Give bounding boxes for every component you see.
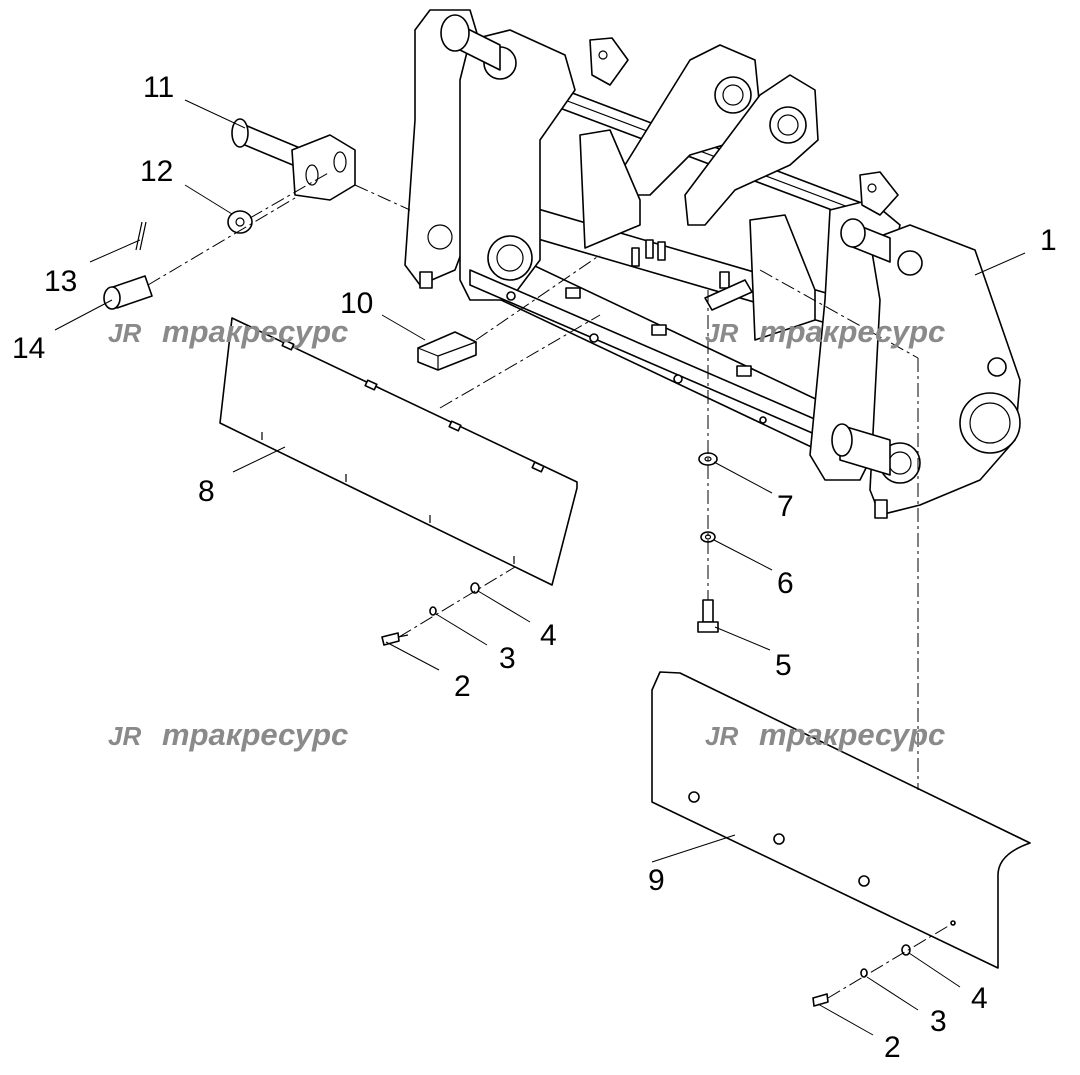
- watermark-bottom-right: ЈR тракресурс: [705, 717, 945, 752]
- svg-text:ЈR: ЈR: [705, 318, 738, 348]
- leader-lines: [54, 99, 1026, 1036]
- assembly-lines: [147, 171, 951, 999]
- part-9-blade: [651, 671, 1031, 969]
- svg-text:тракресурс: тракресурс: [162, 314, 348, 349]
- fasteners-left-set: [381, 582, 480, 646]
- svg-text:тракресурс: тракресурс: [759, 314, 945, 349]
- callout-4-right: 4: [971, 982, 988, 1015]
- callout-7: 7: [777, 490, 794, 523]
- watermark-top-right: ЈR тракресурс: [705, 314, 945, 349]
- callout-1: 1: [1040, 224, 1057, 257]
- part-8-blade: [219, 317, 578, 586]
- callout-14: 14: [12, 332, 45, 365]
- callout-3-left: 3: [499, 642, 516, 675]
- part-11-pin-bracket: [231, 118, 356, 201]
- callout-4-left: 4: [540, 619, 557, 652]
- watermark-top-left: ЈR тракресурс: [108, 314, 348, 349]
- callout-10: 10: [340, 287, 373, 320]
- watermark-bottom-left: ЈR тракресурс: [108, 717, 348, 752]
- callout-11: 11: [143, 71, 174, 104]
- callout-2-right: 2: [884, 1031, 901, 1064]
- callout-labels: 1 11 12 13 14 10 8 7 6 5 4 3 2 9 4 3 2: [12, 71, 1057, 1064]
- svg-text:тракресурс: тракресурс: [759, 717, 945, 752]
- fasteners-right-set: [812, 944, 911, 1007]
- svg-text:тракресурс: тракресурс: [162, 717, 348, 752]
- part-13-cotter-pin: [135, 221, 147, 251]
- part-5-bolt: [697, 599, 719, 633]
- svg-text:ЈR: ЈR: [108, 318, 141, 348]
- svg-text:ЈR: ЈR: [108, 721, 141, 751]
- callout-9: 9: [648, 864, 665, 897]
- part-6-washer: [700, 531, 716, 543]
- part-10-block: [417, 331, 477, 371]
- callout-6: 6: [777, 567, 794, 600]
- callout-5: 5: [775, 649, 792, 682]
- callout-8: 8: [198, 475, 215, 508]
- svg-text:ЈR: ЈR: [705, 721, 738, 751]
- callout-3-right: 3: [930, 1005, 947, 1038]
- part-14-pin: [103, 275, 153, 310]
- callout-13: 13: [44, 265, 77, 298]
- part-1-frame: [404, 9, 1021, 519]
- callout-12: 12: [140, 155, 173, 188]
- callout-2-left: 2: [454, 670, 471, 703]
